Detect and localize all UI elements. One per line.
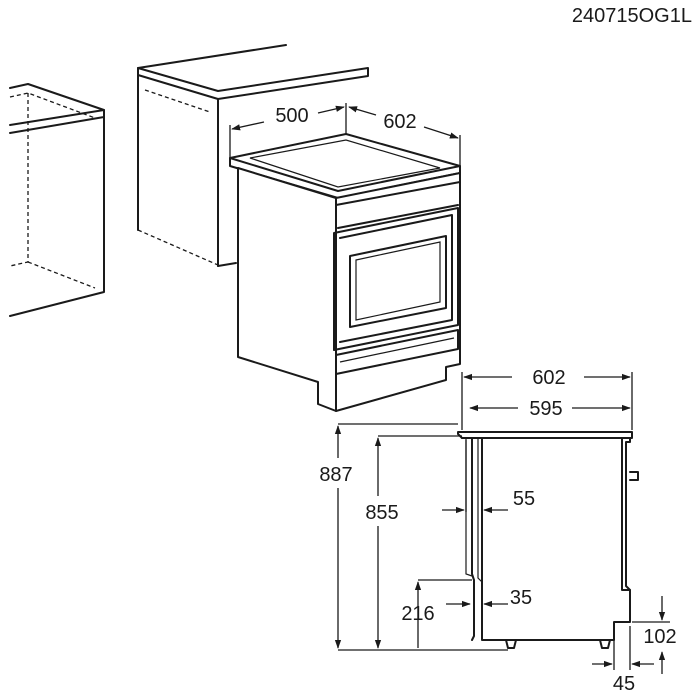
left-cabinet [9,83,105,317]
dim-total-height-label: 887 [319,464,352,486]
dim-plinth-depth-lines [592,626,654,670]
top-dimension-lines [229,103,461,166]
dim-top-depth-label: 500 [275,105,308,127]
dim-side-overall-width-label: 602 [532,367,565,389]
dim-body-height-lines [374,435,462,649]
dim-top-width-label: 602 [383,111,416,133]
side-horizontal-dimension-lines [461,372,633,430]
dim-lower-offset-label: 35 [510,587,532,609]
dim-plinth-height-lines [632,596,670,674]
dim-door-offset-lines [442,440,508,514]
dim-lower-height-label: 216 [401,603,434,625]
dim-plinth-height-label: 102 [643,626,676,648]
dim-lower-lines [414,579,508,648]
dim-body-height-label: 855 [365,502,398,524]
dim-door-offset-label: 55 [513,488,535,510]
dim-total-height-lines [334,423,508,651]
cooker-side-view [457,431,639,649]
cooker-isometric [229,133,461,412]
dim-plinth-depth-label: 45 [613,673,635,695]
right-cabinet [137,44,369,267]
dim-side-body-width-label: 595 [529,398,562,420]
drawing-code-label: 240715OG1L [572,5,692,27]
